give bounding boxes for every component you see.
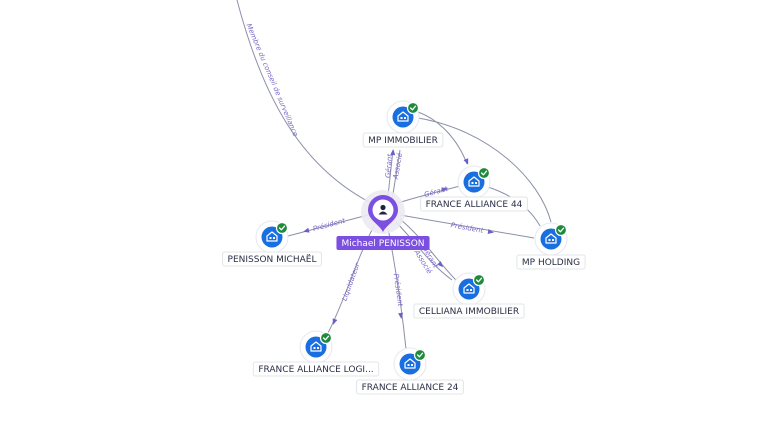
building-icon bbox=[468, 176, 480, 187]
node-mp-holding[interactable]: MP HOLDING bbox=[516, 222, 586, 270]
building-icon bbox=[310, 341, 322, 352]
edge-label: Liquidateur bbox=[340, 261, 362, 302]
check-badge-icon bbox=[472, 273, 486, 287]
building-icon bbox=[397, 111, 409, 122]
check-badge-icon bbox=[554, 223, 568, 237]
node-label-box bbox=[362, 132, 444, 148]
edge-offscreen-michael bbox=[236, 0, 376, 206]
edge-arrow bbox=[441, 187, 448, 193]
nodes-layer: MP IMMOBILIER FRANCE ALLIANCE 44 MP HOLDIN… bbox=[222, 100, 586, 395]
edge-michael-mp_holding bbox=[399, 214, 535, 239]
edge-michael-celliana bbox=[395, 221, 453, 281]
edge-arrow bbox=[390, 149, 396, 156]
node-penisson-michael[interactable]: PENISSON MICHAËL bbox=[222, 220, 322, 267]
edge-label: Président bbox=[312, 217, 346, 233]
edge-michael-mp_immobilier bbox=[391, 149, 401, 201]
node-label-text: FRANCE ALLIANCE 24 bbox=[362, 383, 459, 393]
edge-label: Membre du conseil de surveillance bbox=[245, 22, 300, 137]
edge-michael-penisson_michael bbox=[287, 214, 369, 237]
node-label: MP IMMOBILIER bbox=[362, 132, 444, 148]
node-label-text: FRANCE ALLIANCE LOGI... bbox=[258, 365, 373, 375]
node-michael-penisson[interactable]: Michael PENISSON bbox=[336, 190, 430, 250]
node-label: FRANCE ALLIANCE LOGI... bbox=[252, 361, 380, 377]
node-label-box bbox=[516, 254, 586, 270]
edge-michael-mp_immobilier bbox=[387, 149, 394, 197]
edge-arrow bbox=[437, 261, 444, 268]
node-label: FRANCE ALLIANCE 44 bbox=[420, 196, 528, 212]
node-mp-immobilier[interactable]: MP IMMOBILIER bbox=[362, 100, 444, 148]
node-label-text: PENISSON MICHAËL bbox=[228, 254, 317, 265]
node-label-box bbox=[420, 196, 528, 212]
node-label-text: MP HOLDING bbox=[522, 258, 580, 268]
edge-michael-celliana bbox=[399, 218, 459, 283]
edge-arrow bbox=[303, 227, 310, 233]
edge-arrow bbox=[463, 158, 469, 165]
edge-arrow bbox=[398, 312, 404, 319]
node-label: FRANCE ALLIANCE 24 bbox=[356, 379, 464, 395]
node-label-text: FRANCE ALLIANCE 44 bbox=[426, 200, 523, 210]
check-badge-icon bbox=[406, 101, 420, 115]
node-label: CELLIANA IMMOBILIER bbox=[413, 303, 525, 319]
edge-label: Président bbox=[450, 221, 484, 235]
edge-arrow bbox=[332, 318, 338, 325]
node-label-text: Michael PENISSON bbox=[341, 239, 424, 249]
node-label-box bbox=[356, 379, 464, 395]
node-label: PENISSON MICHAËL bbox=[222, 251, 322, 267]
check-badge-icon bbox=[275, 221, 289, 235]
node-label-text: MP IMMOBILIER bbox=[368, 136, 438, 146]
edge-label: Gérant bbox=[384, 153, 394, 178]
node-label: MP HOLDING bbox=[516, 254, 586, 270]
edge-mp_immobilier-fa44 bbox=[417, 111, 468, 165]
node-label-box bbox=[222, 251, 322, 267]
node-label-text: CELLIANA IMMOBILIER bbox=[419, 307, 519, 317]
edge-label: Président bbox=[392, 273, 405, 307]
node-celliana[interactable]: CELLIANA IMMOBILIER bbox=[413, 272, 525, 319]
node-fa-logi[interactable]: FRANCE ALLIANCE LOGI... bbox=[252, 330, 380, 377]
node-label-box bbox=[413, 303, 525, 319]
check-badge-icon bbox=[319, 331, 333, 345]
building-icon bbox=[545, 233, 557, 244]
check-badge-icon bbox=[477, 166, 491, 180]
building-icon bbox=[463, 283, 475, 294]
node-label: Michael PENISSON bbox=[336, 236, 430, 250]
edge-mp_immobilier-mp_holding bbox=[417, 117, 552, 223]
edge-arrow bbox=[487, 229, 494, 234]
person-icon bbox=[378, 204, 388, 215]
node-fa44[interactable]: FRANCE ALLIANCE 44 bbox=[420, 165, 528, 212]
edge-michael-fa44 bbox=[397, 185, 461, 204]
node-label-box bbox=[252, 361, 380, 377]
node-fa24[interactable]: FRANCE ALLIANCE 24 bbox=[356, 347, 464, 395]
building-icon bbox=[266, 231, 278, 242]
check-badge-icon bbox=[413, 348, 427, 362]
building-icon bbox=[404, 358, 416, 369]
node-label-box bbox=[336, 236, 430, 250]
